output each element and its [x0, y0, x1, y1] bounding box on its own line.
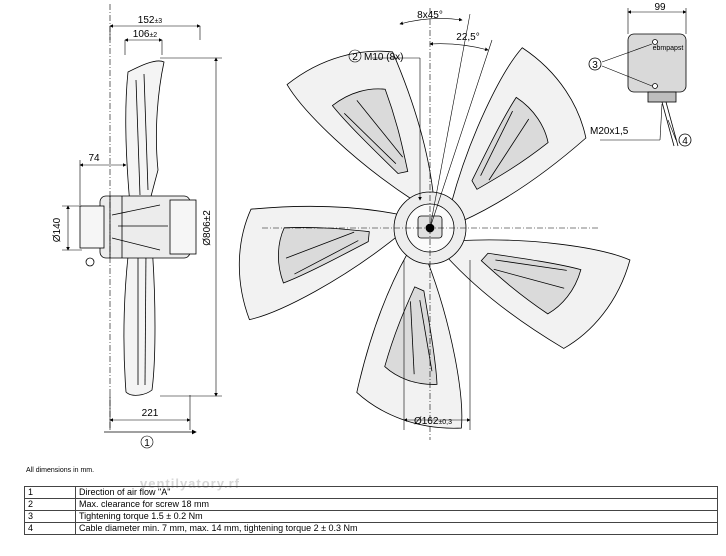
legend-text: Cable diameter min. 7 mm, max. 14 mm, ti…: [75, 522, 718, 535]
dim-74: 74: [88, 153, 100, 164]
dim-140: Ø140: [52, 217, 63, 242]
terminal-box: [588, 8, 692, 147]
dim-221: 221: [142, 408, 159, 419]
table-row: 2 Max. clearance for screw 18 mm: [24, 498, 718, 511]
dim-m20: M20x1,5: [590, 126, 629, 137]
side-blade-upper: [125, 60, 165, 206]
legend-text: Max. clearance for screw 18 mm: [75, 498, 718, 511]
side-dimensions: [62, 4, 222, 449]
table-row: 1 Direction of air flow "A": [24, 486, 718, 499]
front-dimensions: [262, 8, 600, 440]
legend-number: 2: [24, 498, 76, 511]
dim-22-5: 22,5°: [456, 32, 479, 43]
blade: [356, 250, 463, 429]
legend-table: 1 Direction of air flow "A" 2 Max. clear…: [24, 486, 718, 535]
legend-number: 3: [24, 510, 76, 523]
callout-2: 2: [352, 52, 358, 63]
table-row: 4 Cable diameter min. 7 mm, max. 14 mm, …: [24, 522, 718, 535]
blade: [238, 205, 402, 321]
blade: [450, 47, 587, 223]
dim-806: Ø806±2: [202, 210, 213, 246]
side-blade-lower: [123, 239, 156, 396]
dim-162: Ø162±0,3: [414, 416, 452, 427]
technical-drawing: 152±3 106±2 74 Ø140 Ø806±2 221 1: [52, 2, 692, 449]
blade: [445, 239, 631, 349]
callout-4: 4: [682, 136, 688, 147]
callout-1: 1: [144, 438, 150, 449]
box-label: ebmpapst: [653, 45, 684, 52]
legend-text: Tightening torque 1.5 ± 0.2 Nm: [75, 510, 718, 523]
legend-number: 4: [24, 522, 76, 535]
dim-m10: M10 (8x): [364, 52, 403, 63]
dim-8x45: 8x45°: [417, 10, 443, 21]
table-row: 3 Tightening torque 1.5 ± 0.2 Nm: [24, 510, 718, 523]
dimensions-note: All dimensions in mm.: [26, 467, 95, 474]
callout-3: 3: [592, 60, 598, 71]
legend-text: Direction of air flow "A": [75, 486, 718, 499]
front-view: [238, 47, 631, 429]
dim-99: 99: [654, 2, 666, 13]
dim-106: 106±2: [133, 29, 158, 40]
blade: [286, 50, 434, 202]
side-view: [79, 60, 197, 396]
dim-152: 152±3: [138, 15, 163, 26]
legend-number: 1: [24, 486, 76, 499]
